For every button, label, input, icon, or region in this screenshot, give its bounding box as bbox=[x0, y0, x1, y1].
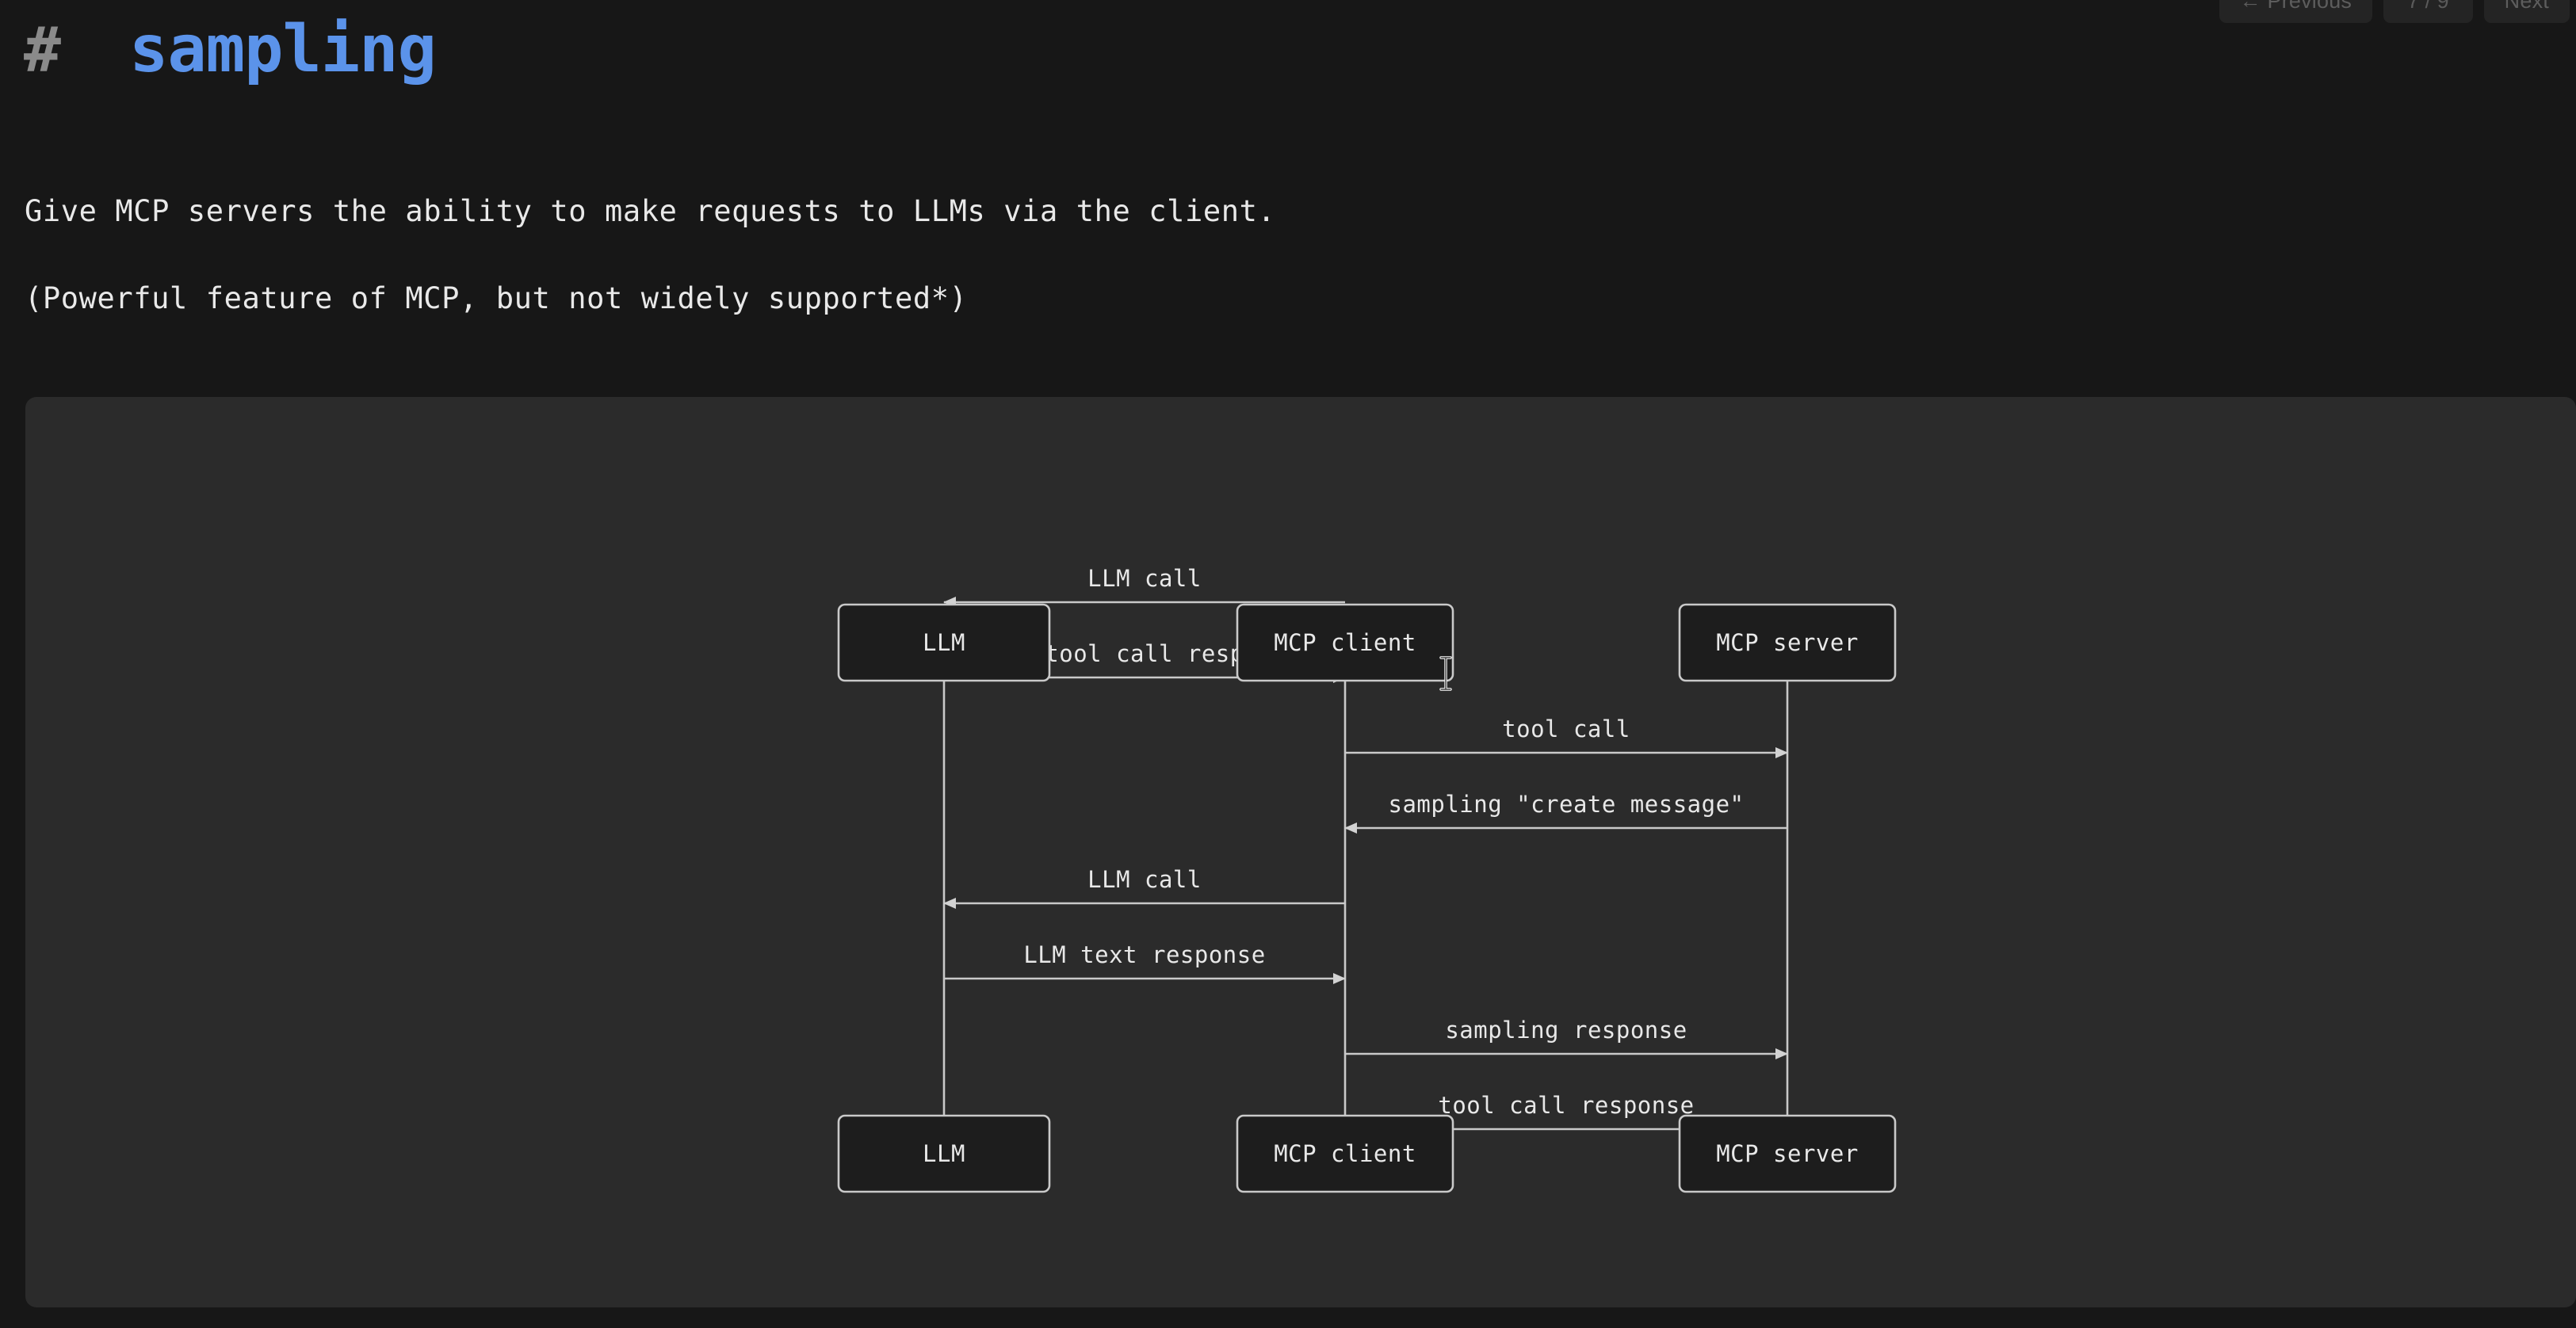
page-title: sampling bbox=[128, 12, 437, 87]
slide-navigation: ← Previous 7 / 9 Next bbox=[2219, 0, 2570, 23]
participant-box-client-top: MCP client bbox=[1236, 603, 1454, 682]
participant-box-server-top: MCP server bbox=[1678, 603, 1897, 682]
slide-counter: 7 / 9 bbox=[2383, 0, 2473, 23]
message-3: tool call bbox=[1345, 716, 1788, 758]
message-1: LLM call bbox=[943, 565, 1345, 608]
participant-box-llm-top: LLM bbox=[837, 603, 1051, 682]
participant-label-server: MCP server bbox=[1716, 629, 1859, 656]
participant-boxes-bottom: LLM MCP client MCP server bbox=[837, 1114, 1897, 1193]
message-4: sampling "create message" bbox=[1344, 791, 1787, 834]
message-5: LLM call bbox=[943, 866, 1345, 909]
participant-label-llm: LLM bbox=[923, 629, 965, 656]
description-paragraph-2: (Powerful feature of MCP, but not widely… bbox=[25, 281, 968, 315]
participant-label-llm: LLM bbox=[923, 1140, 965, 1167]
message-label-3: tool call bbox=[1502, 716, 1630, 742]
message-label-6: LLM text response bbox=[1023, 941, 1265, 968]
message-6: LLM text response bbox=[944, 941, 1346, 984]
message-label-5: LLM call bbox=[1087, 866, 1202, 893]
participant-box-server-bottom: MCP server bbox=[1678, 1114, 1897, 1193]
previous-slide-button[interactable]: ← Previous bbox=[2219, 0, 2373, 23]
hash-icon: # bbox=[24, 15, 61, 86]
lifelines-group bbox=[942, 681, 1789, 1116]
message-7: sampling response bbox=[1345, 1017, 1788, 1059]
description-paragraph-1: Give MCP servers the ability to make req… bbox=[25, 194, 1276, 228]
participant-box-client-bottom: MCP client bbox=[1236, 1114, 1454, 1193]
next-slide-button[interactable]: Next bbox=[2483, 0, 2570, 23]
message-label-4: sampling "create message" bbox=[1389, 791, 1745, 818]
participant-label-server: MCP server bbox=[1716, 1140, 1859, 1167]
participant-label-client: MCP client bbox=[1274, 1140, 1416, 1167]
participant-box-llm-bottom: LLM bbox=[837, 1114, 1051, 1193]
message-label-1: LLM call bbox=[1087, 565, 1202, 592]
message-label-7: sampling response bbox=[1445, 1017, 1687, 1044]
page-heading: # sampling bbox=[24, 12, 437, 87]
message-label-8: tool call response bbox=[1438, 1092, 1694, 1119]
participant-label-client: MCP client bbox=[1274, 629, 1416, 656]
participant-boxes-top: LLM MCP client MCP server bbox=[837, 603, 1897, 682]
